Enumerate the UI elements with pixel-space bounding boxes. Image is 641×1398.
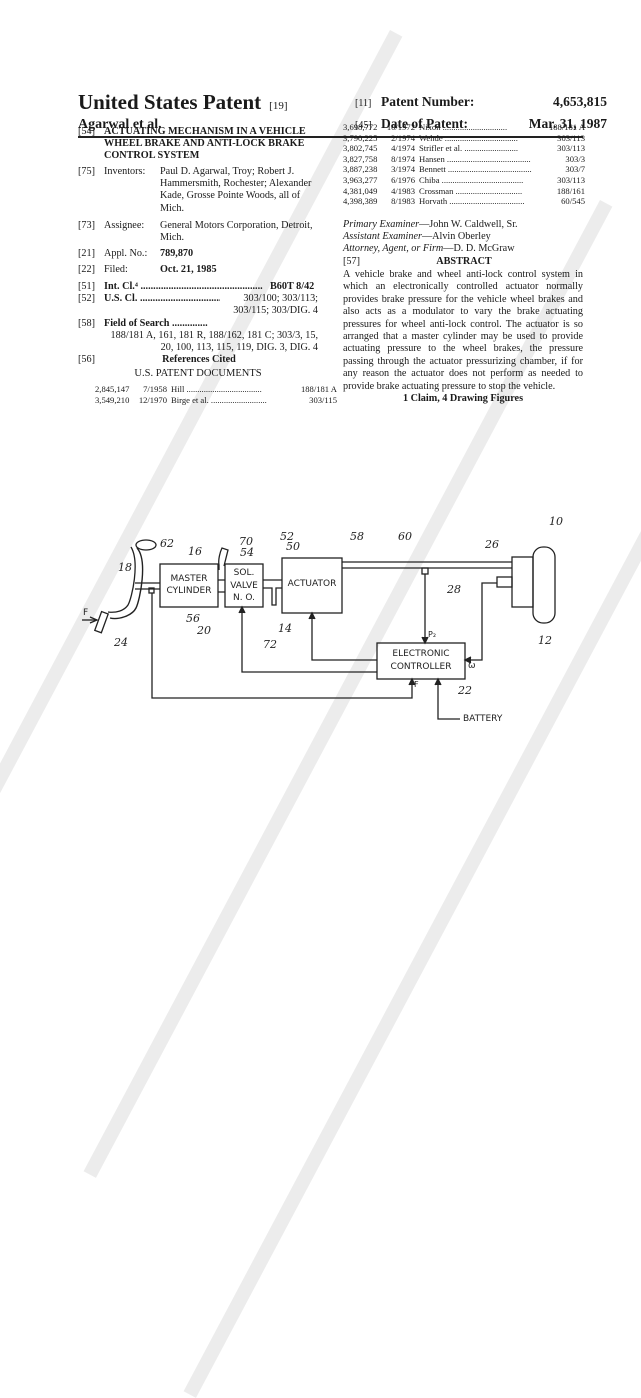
reference-name: Bennett ................................… xyxy=(419,164,532,175)
reference-row: 3,790,225 2/1974 Wehde ...................… xyxy=(343,133,585,146)
reference-date: 10/1972 xyxy=(386,122,415,132)
reference-row: 2,845,147 7/1958 Hill ....................… xyxy=(95,384,337,397)
attorney: Attorney, Agent, or Firm—D. D. McGraw xyxy=(343,243,515,254)
reference-class: 303/113 xyxy=(557,175,585,185)
reference-row: 3,963,277 6/1976 Chiba ...................… xyxy=(343,175,585,188)
reference-name: Wehde .................................. xyxy=(419,132,518,143)
pressure-sensor-28 xyxy=(421,567,429,575)
reference-date: 4/1983 xyxy=(391,185,415,196)
reference-class: 188/181 A xyxy=(300,384,337,394)
inventors-field: [75]Inventors:Paul D. Agarwal, Troy; Rob… xyxy=(78,166,312,214)
wheel-hub-box xyxy=(511,556,534,608)
reference-row: 4,381,049 4/1983 Crossman ................… xyxy=(343,186,585,199)
pedal-pad xyxy=(93,610,110,634)
date-of-patent-row: [45]Date of Patent:Mar. 31, 1987 xyxy=(355,116,607,131)
reference-class: 60/545 xyxy=(561,196,585,207)
reference-number: 4,398,389 xyxy=(343,196,378,207)
reference-name: Strifler et al. ........................… xyxy=(419,143,519,154)
reference-date: 7/1958 xyxy=(143,384,167,394)
int-cl-field: [51]Int. Cl.⁴ ..........................… xyxy=(78,281,315,292)
reference-class: 303/113 xyxy=(557,132,585,143)
reference-class: 303/3 xyxy=(565,153,585,164)
abstract-heading: [57]ABSTRACT xyxy=(343,256,492,267)
reference-date: 3/1974 xyxy=(391,164,415,175)
primary-examiner: Primary Examiner—John W. Caldwell, Sr. xyxy=(343,219,518,230)
master-cylinder-box xyxy=(159,563,219,608)
claims-count: 1 Claim, 4 Drawing Figures xyxy=(402,393,524,404)
reference-date: 8/1983 xyxy=(391,196,415,207)
reference-number: 3,698,772 xyxy=(343,122,378,132)
reference-class: 188/161 xyxy=(556,185,585,196)
reference-row: 4,398,389 8/1983 Horvath .................… xyxy=(343,196,585,209)
reference-row: 3,887,238 3/1974 Bennett .................… xyxy=(343,164,585,177)
reference-number: 3,802,745 xyxy=(343,143,378,154)
brake-system-drawing xyxy=(82,539,556,720)
assignee-field: [73]Assignee:General Motors Corporation,… xyxy=(78,220,313,244)
reference-number: 3,549,210 xyxy=(95,394,130,405)
us-cl-field: [52]U.S. Cl. ...........................… xyxy=(78,293,318,317)
wheel-speed-sensor-26 xyxy=(496,576,513,588)
reference-row: 3,698,772 10/1972 Nixon ..................… xyxy=(343,122,585,135)
reference-date: 2/1974 xyxy=(391,132,415,143)
document-title: United States Patent[19] xyxy=(78,90,288,114)
reference-date: 6/1976 xyxy=(391,175,415,185)
reference-class: 303/7 xyxy=(565,164,585,175)
actuator-box xyxy=(281,557,343,614)
reference-date: 4/1974 xyxy=(391,143,415,154)
reference-number: 4,381,049 xyxy=(343,185,378,196)
filed-field: [22]Filed:Oct. 21, 1985 xyxy=(78,264,217,275)
us-patent-documents-heading: U.S. PATENT DOCUMENTS xyxy=(134,368,262,379)
electronic-controller-box xyxy=(376,642,466,680)
reference-row: 3,549,210 12/1970 Birge et al. ...........… xyxy=(95,395,337,408)
reference-name: Hill ................................... xyxy=(171,384,262,394)
reference-class: 303/113 xyxy=(557,143,585,154)
wheel-tire xyxy=(532,546,556,624)
reference-number: 3,790,225 xyxy=(343,132,378,143)
abstract-text: A vehicle brake and wheel anti-lock cont… xyxy=(343,269,583,392)
reference-number: 3,963,277 xyxy=(343,175,378,185)
reference-row: 3,802,745 4/1974 Strifler et al. .........… xyxy=(343,143,585,156)
references-cited-heading: [56]References Cited xyxy=(78,354,236,365)
reference-name: Nixon .............................. xyxy=(419,122,508,132)
reference-row: 3,827,758 8/1974 Hansen ..................… xyxy=(343,154,585,167)
reference-date: 12/1970 xyxy=(138,394,167,405)
header-rule xyxy=(78,136,583,138)
brake-pedal xyxy=(109,547,144,620)
patent-number-row: [11]Patent Number:4,653,815 xyxy=(355,94,607,109)
reference-name: Horvath ................................… xyxy=(419,196,525,207)
title-field: [54]ACTUATING MECHANISM IN A VEHICLE WHE… xyxy=(78,126,306,162)
reference-name: Hansen .................................… xyxy=(419,153,531,164)
reference-number: 2,845,147 xyxy=(95,384,130,394)
reference-class: 188/181 A xyxy=(548,122,585,132)
reference-class: 303/115 xyxy=(309,394,337,405)
solenoid-valve-box xyxy=(224,563,264,608)
reference-number: 3,887,238 xyxy=(343,164,378,175)
application-number-field: [21]Appl. No.:789,870 xyxy=(78,248,194,259)
field-of-search: [58]Field of Search ..............188/18… xyxy=(78,318,318,354)
brake-line-60 xyxy=(342,561,512,569)
reference-date: 8/1974 xyxy=(391,153,415,164)
assistant-examiner: Assistant Examiner—Alvin Oberley xyxy=(343,231,491,242)
reference-number: 3,827,758 xyxy=(343,153,378,164)
reference-name: Birge et al. .......................... xyxy=(171,394,267,405)
reference-name: Chiba ..................................… xyxy=(419,175,524,185)
reference-name: Crossman ............................... xyxy=(419,185,523,196)
authors: Agarwal et al. xyxy=(78,117,162,132)
pedal-pivot xyxy=(135,539,157,551)
